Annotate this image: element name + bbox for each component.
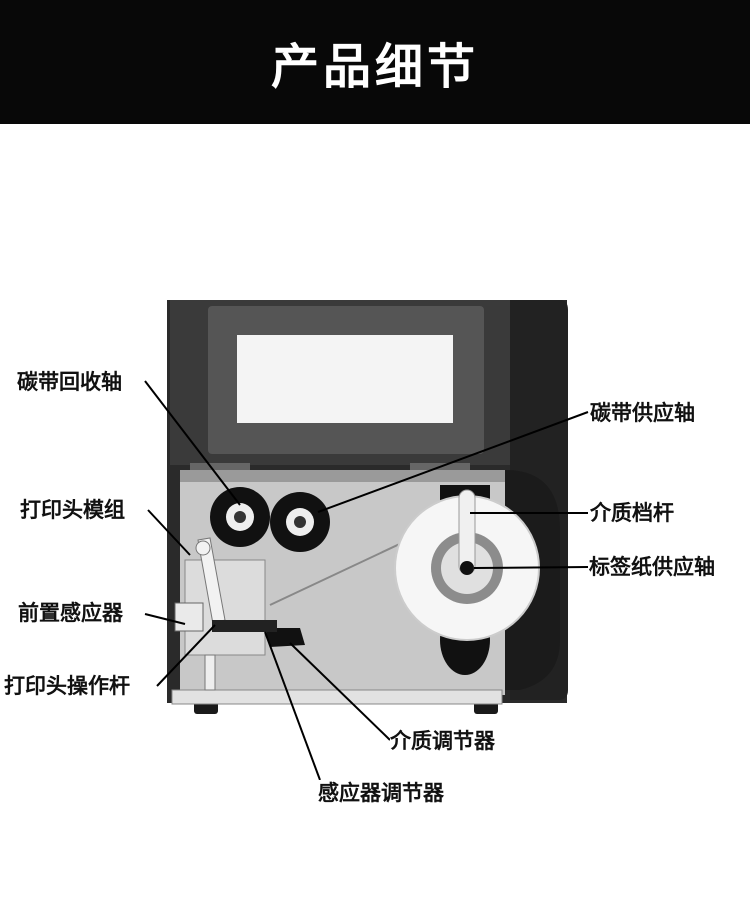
header-banner: 产品细节 [0,0,750,124]
front-sensor-block [174,602,204,632]
callout-ribbon-supply: 碳带供应轴 [590,400,695,426]
callout-media-guide: 介质档杆 [590,500,674,526]
leader-ribbon-supply [317,411,589,513]
callout-front-sensor: 前置感应器 [18,600,123,626]
leader-ribbon-rewind [144,380,241,506]
page-title: 产品细节 [270,39,479,95]
leader-printhead-module [147,509,191,556]
leader-front-sensor [144,613,186,625]
callout-printhead-lever: 打印头操作杆 [4,673,130,699]
leader-sensor-adjuster [264,631,321,781]
leader-media-adjuster [289,642,391,741]
media-tray [171,689,503,705]
leader-printhead-lever [156,624,216,687]
callout-printhead-module: 打印头模组 [20,497,125,523]
media-adjuster-knob [265,628,305,647]
display-window [237,335,453,423]
callout-sensor-adjuster: 感应器调节器 [318,780,444,806]
callout-ribbon-rewind: 碳带回收轴 [17,369,122,395]
leader-label-supply [473,566,589,569]
callout-label-supply: 标签纸供应轴 [589,554,715,580]
callout-media-adjuster: 介质调节器 [390,728,495,754]
